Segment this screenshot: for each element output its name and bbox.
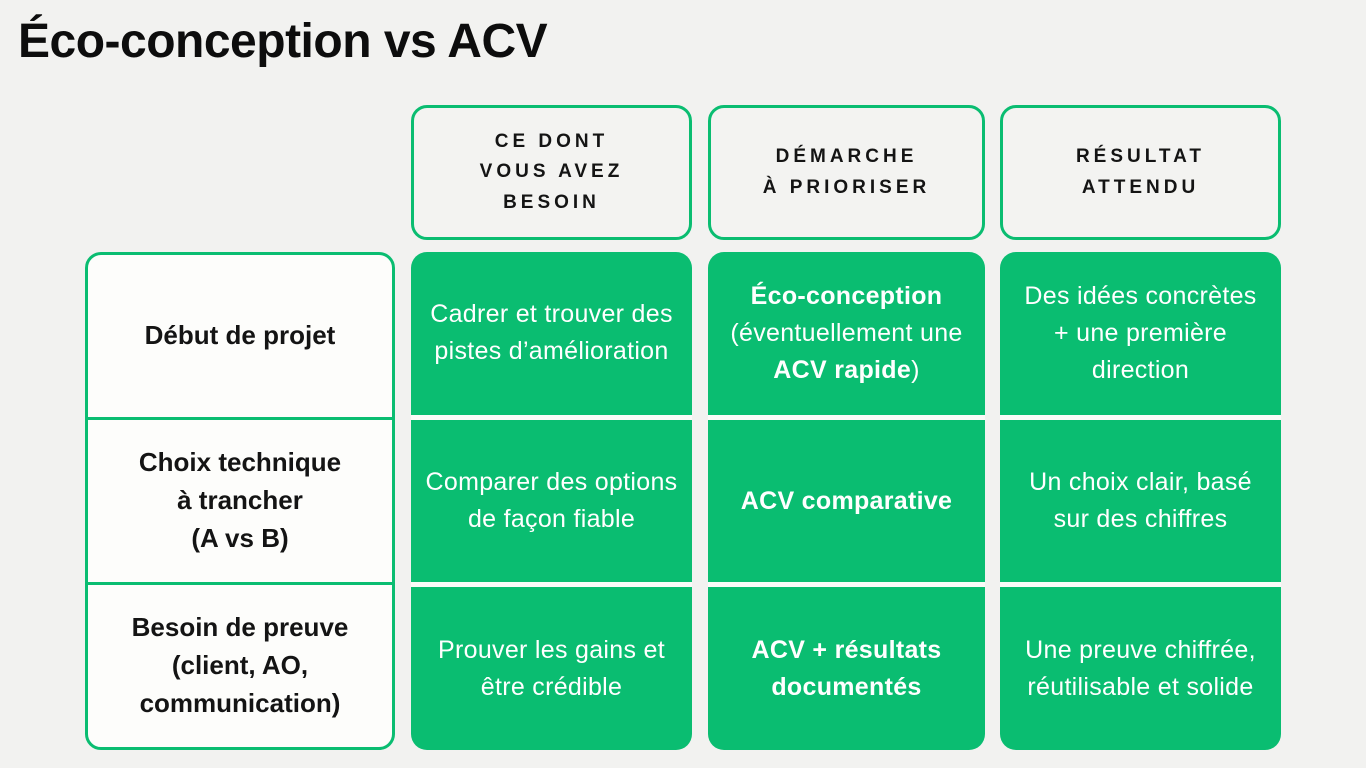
- column-cells-besoin: Cadrer et trouver des pistes d’améliorat…: [411, 252, 692, 751]
- row-label-besoin-de-preuve: Besoin de preuve (client, AO, communicat…: [88, 582, 392, 747]
- row-labels-card: Début de projet Choix technique à tranch…: [85, 252, 395, 750]
- matrix-cell-text: Une preuve chiffrée, réutilisable et sol…: [1025, 635, 1256, 701]
- row-label-choix-technique: Choix technique à trancher (A vs B): [88, 417, 392, 582]
- matrix-cell-text: Des idées concrètes + une première direc…: [1024, 281, 1257, 384]
- row-label-debut-de-projet: Début de projet: [88, 255, 392, 417]
- matrix-cell-demarche-choix: ACV comparative: [708, 414, 985, 583]
- matrix-cell-resultat-preuve: Une preuve chiffrée, réutilisable et sol…: [1000, 582, 1281, 751]
- matrix-cell-text: ACV + résultats documentés: [751, 635, 942, 701]
- row-label-text: Choix technique à trancher (A vs B): [138, 447, 342, 553]
- matrix-cell-resultat-choix: Un choix clair, basé sur des chiffres: [1000, 414, 1281, 583]
- column-header-besoin-label: CE DONT VOUS AVEZ BESOIN: [479, 130, 624, 213]
- matrix-cell-besoin-choix: Comparer des options de façon fiable: [411, 414, 692, 583]
- matrix-cell-text: Éco-conception (éventuellement une ACV r…: [730, 281, 963, 384]
- column-header-resultat: RÉSULTAT ATTENDU: [1000, 105, 1281, 240]
- column-cells-resultat: Des idées concrètes + une première direc…: [1000, 252, 1281, 751]
- page-title: Éco-conception vs ACV: [18, 15, 548, 68]
- matrix-cell-besoin-debut: Cadrer et trouver des pistes d’améliorat…: [411, 252, 692, 415]
- row-label-text: Début de projet: [144, 320, 336, 351]
- matrix-cell-demarche-debut: Éco-conception (éventuellement une ACV r…: [708, 252, 985, 415]
- matrix-cell-text: Un choix clair, basé sur des chiffres: [1029, 468, 1252, 533]
- column-header-demarche: DÉMARCHE À PRIORISER: [708, 105, 985, 240]
- row-label-text: Besoin de preuve (client, AO, communicat…: [131, 612, 349, 718]
- column-header-resultat-label: RÉSULTAT ATTENDU: [1075, 146, 1206, 198]
- column-cells-demarche: Éco-conception (éventuellement une ACV r…: [708, 252, 985, 751]
- matrix-cell-besoin-preuve: Prouver les gains et être crédible: [411, 582, 692, 751]
- matrix-cell-text: Cadrer et trouver des pistes d’améliorat…: [430, 300, 673, 366]
- matrix-cell-text: Prouver les gains et être crédible: [438, 635, 665, 701]
- column-header-demarche-label: DÉMARCHE À PRIORISER: [762, 146, 931, 198]
- matrix-cell-text: Comparer des options de façon fiable: [425, 468, 678, 533]
- matrix-cell-demarche-preuve: ACV + résultats documentés: [708, 582, 985, 751]
- column-header-besoin: CE DONT VOUS AVEZ BESOIN: [411, 105, 692, 240]
- matrix-cell-text: ACV comparative: [740, 486, 953, 515]
- matrix-cell-resultat-debut: Des idées concrètes + une première direc…: [1000, 252, 1281, 415]
